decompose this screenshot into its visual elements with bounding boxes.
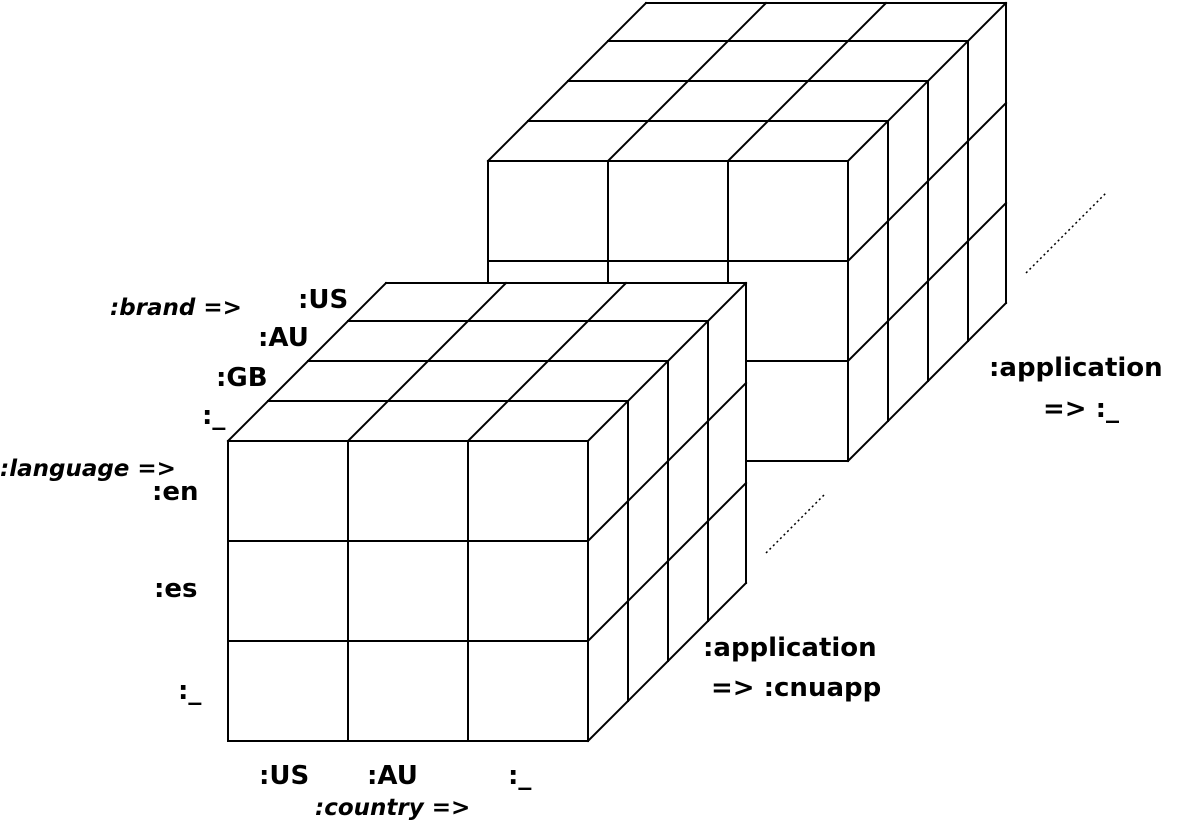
brand-value-au: :AU — [258, 323, 309, 353]
back-cube-dotted-connector — [1025, 192, 1107, 274]
brand-value-any: :_ — [202, 401, 225, 431]
brand-dimension-title: :brand => — [110, 295, 242, 321]
country-value-au: :AU — [367, 761, 418, 791]
front-cube-application-value: => :cnuapp — [711, 673, 881, 703]
front-cube — [226, 281, 748, 743]
front-cube-application-label: :application — [703, 633, 877, 663]
back-cube — [486, 1, 1008, 463]
back-cube-right-face — [846, 2, 1008, 463]
front-cube-right-face — [586, 282, 748, 743]
back-cube-top-face — [486, 1, 1008, 163]
country-dimension-title: :country => — [315, 795, 470, 821]
front-cube-top-face — [226, 281, 748, 443]
front-cube-backdrop — [228, 283, 746, 741]
back-cube-front-face — [487, 160, 849, 462]
front-cube-front-face — [227, 440, 589, 742]
front-cube-dotted-connector — [765, 492, 827, 554]
language-dimension-title: :language => — [0, 456, 176, 482]
country-value-us: :US — [259, 761, 309, 791]
language-value-en: :en — [152, 477, 199, 507]
brand-value-us: :US — [298, 285, 348, 315]
language-value-any: :_ — [178, 676, 201, 706]
country-value-any: :_ — [508, 761, 531, 791]
language-value-es: :es — [154, 574, 198, 604]
back-cube-application-label: :application — [989, 353, 1163, 383]
brand-value-gb: :GB — [216, 363, 268, 393]
back-cube-application-value: => :_ — [1043, 394, 1119, 424]
